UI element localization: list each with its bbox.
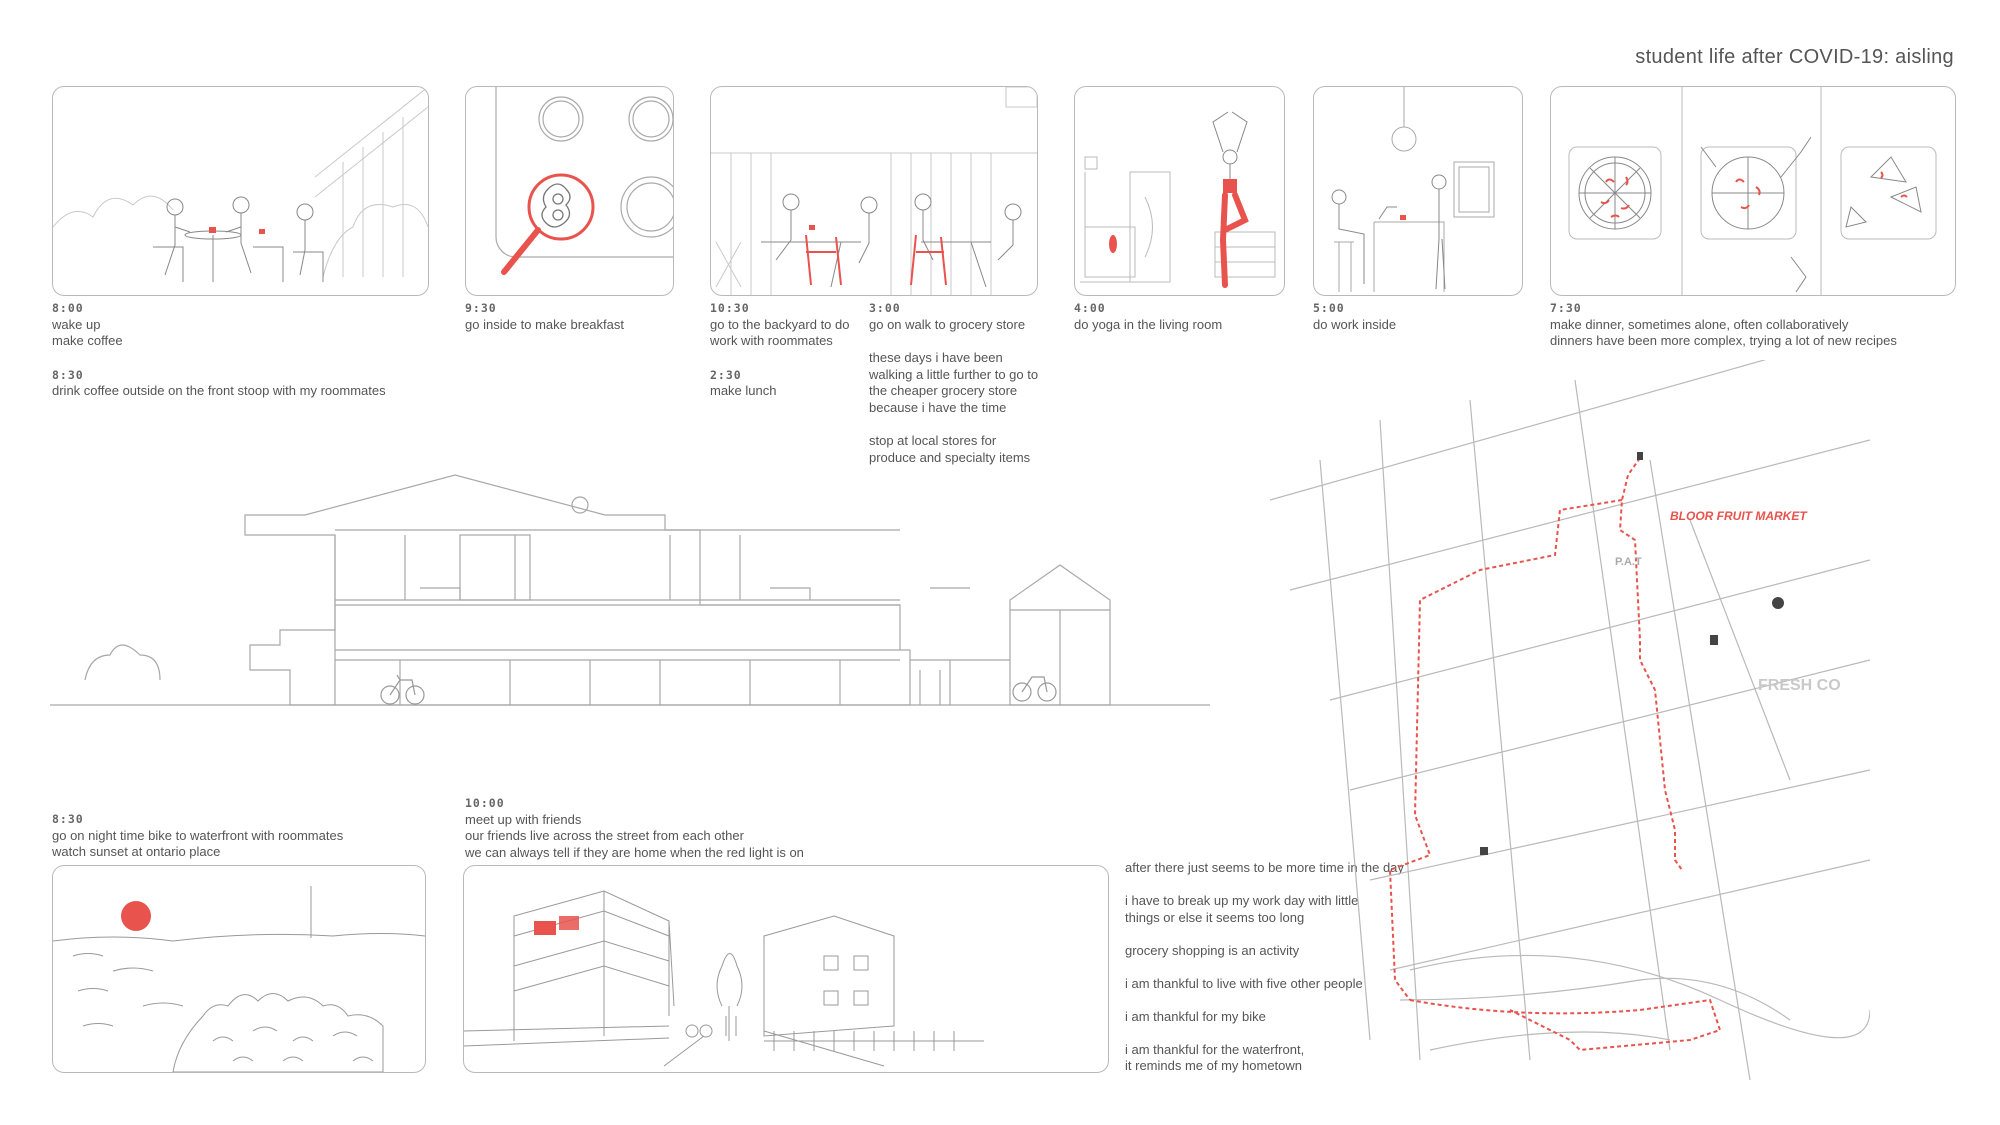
- caption-yoga: 4:00 do yoga in the living room: [1074, 301, 1223, 332]
- caption-work: 5:00 do work inside: [1313, 301, 1397, 332]
- panel-waterfront: [52, 865, 426, 1073]
- reflection-notes: after there just seems to be more time i…: [1125, 860, 1404, 1073]
- coffee-stoop-illustration: [53, 87, 428, 282]
- caption-bike: 8:30 go on night time bike to waterfront…: [52, 812, 344, 859]
- panel-dinner: [1550, 86, 1956, 296]
- pizza-illustration: [1568, 87, 1937, 295]
- map-label-bloor: BLOOR FRUIT MARKET: [1670, 509, 1808, 523]
- stovetop-illustration: [495, 87, 673, 275]
- yoga-illustration: [1080, 111, 1276, 288]
- neighbourhood-map: BLOOR FRUIT MARKET P.A.T FRESH CO: [1270, 360, 1870, 1080]
- panel-breakfast: [465, 86, 674, 296]
- page-title: student life after COVID-19: aisling: [1635, 46, 1954, 68]
- bicycle-icon: [380, 674, 1057, 705]
- sun-icon: [121, 901, 151, 931]
- kitchen-illustration: [1331, 87, 1495, 292]
- caption-dinner: 7:30 make dinner, sometimes alone, often…: [1550, 301, 1897, 348]
- street-illustration: [464, 890, 984, 1067]
- backyard-illustration: [711, 87, 1037, 295]
- fried-egg-icon: [541, 183, 571, 228]
- map-label-pat: P.A.T: [1615, 556, 1642, 568]
- caption-friends: 10:00 meet up with friends our friends l…: [465, 796, 804, 860]
- panel-yoga: [1074, 86, 1285, 296]
- waterfront-illustration: [53, 886, 425, 1072]
- panel-backyard: [710, 86, 1038, 296]
- magnifier-icon: [501, 173, 595, 275]
- panel-coffee-stoop: [52, 86, 429, 296]
- caption-wake: 8:00 wake up make coffee 8:30 drink coff…: [52, 301, 386, 398]
- caption-breakfast: 9:30 go inside to make breakfast: [465, 301, 624, 332]
- house-section-drawing: [50, 474, 1210, 706]
- coffee-cup-icon: [209, 227, 216, 233]
- map-label-freshco: FRESH CO: [1758, 677, 1841, 694]
- panel-street: [463, 865, 1109, 1073]
- panel-work: [1313, 86, 1523, 296]
- caption-backyard: 10:30 go to the backyard to do work with…: [710, 301, 850, 398]
- caption-walk: 3:00 go on walk to grocery store these d…: [869, 301, 1039, 465]
- pizza-icon: [1578, 136, 1922, 293]
